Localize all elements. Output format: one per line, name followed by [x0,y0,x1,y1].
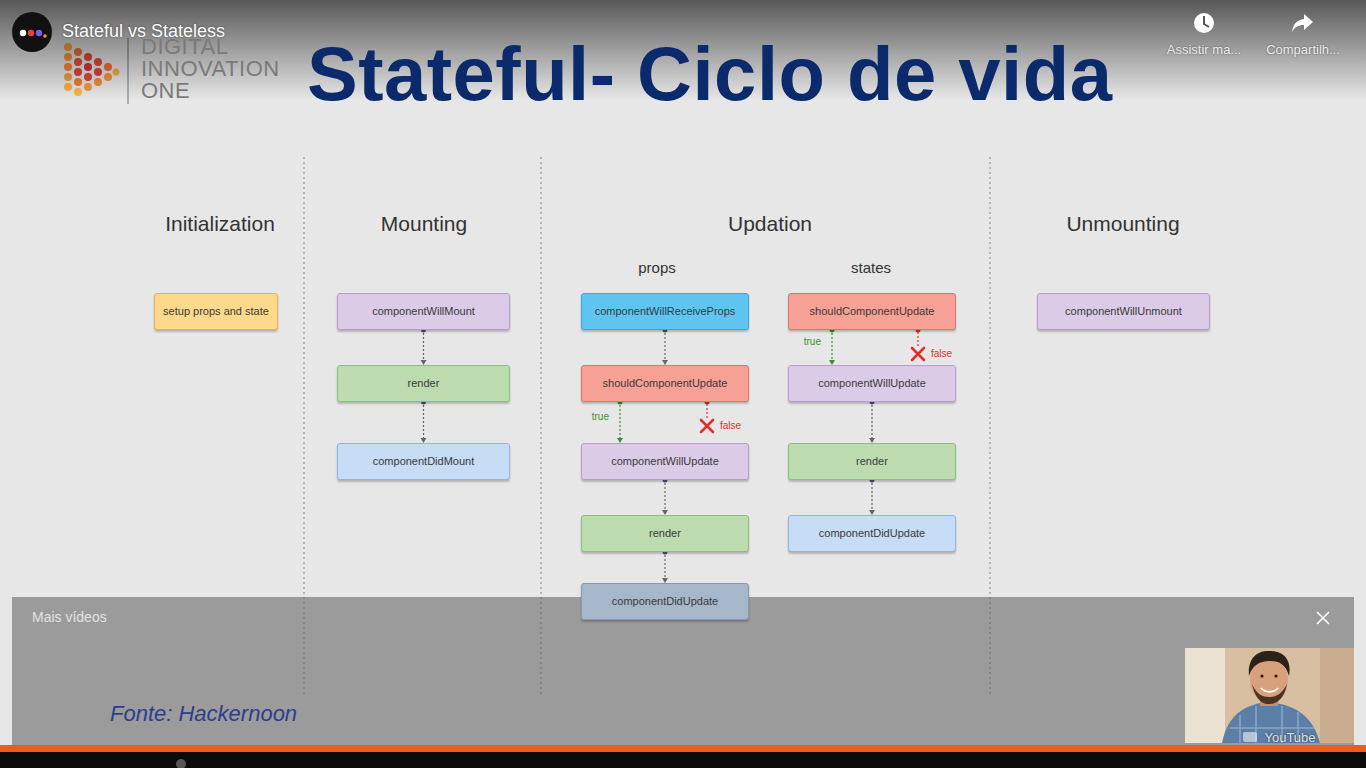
phase-heading: Mounting [381,212,467,236]
connector-line [423,333,424,360]
flow-connector [421,328,427,366]
sub-heading: props [638,259,676,276]
decision-box: shouldComponentUpdate [581,365,749,402]
lifecycle-box: componentDidMount [337,443,510,480]
share-icon [1292,14,1313,32]
false-cross [912,348,924,360]
slide-title: Stateful- Ciclo de vida [307,36,1112,112]
node-label: render [649,527,681,540]
branch-label: false [720,420,741,431]
node-label: shouldComponentUpdate [603,377,728,390]
node-label: componentWillReceiveProps [595,305,736,318]
webcam-wall [1185,648,1354,743]
source-caption: Fonte: Hackernoon [110,701,297,727]
node-label: componentWillMount [372,305,475,318]
webcam-shelf [1320,648,1354,743]
person-hair [1249,651,1290,676]
share-arrow [1292,14,1313,32]
node-label: componentWillUpdate [818,377,926,390]
phase-heading: Initialization [165,212,275,236]
flow-connector [662,478,668,516]
watermark: YouTube [1264,730,1315,745]
render-box: render [788,443,956,480]
connector-line [871,405,872,438]
lifecycle-box: componentWillMount [337,293,510,330]
node-label: setup props and state [163,305,269,318]
clock-hands [1204,16,1209,27]
channel-avatar [12,12,52,52]
connector-line [423,405,424,438]
close-icon [1317,612,1329,624]
webcam-picture [1185,648,1354,743]
branch-label: false [931,348,952,359]
channel-icon [12,12,52,52]
flow-connector [869,400,875,444]
branch-label: true [591,411,610,422]
phase-heading: Unmounting [1066,212,1179,236]
brand-name: DIGITAL INNOVATION ONE [141,36,291,102]
scrub-handle [176,759,186,768]
avatar-dot [20,30,26,36]
person-beard [1252,684,1287,704]
watermark-logo [1243,732,1257,742]
watch-later-icon [1194,13,1214,33]
flow-connector [662,550,668,584]
lifecycle-box: componentWillUpdate [788,365,956,402]
lifecycle-box: componentDidUpdate [788,515,956,552]
progress-played [0,745,1366,752]
connector-line [871,483,872,510]
node-label: componentDidUpdate [612,595,718,608]
branch-label: true [803,336,822,347]
connector-line [619,405,620,438]
flow-connector [662,328,668,366]
player-button-label: Compartilh... [1266,42,1340,57]
flow-connector [421,400,427,444]
connector-line [831,333,832,360]
decision-box: shouldComponentUpdate [788,293,956,330]
controls-ground [0,752,1366,768]
webcam-window [1185,648,1225,743]
player-button-label: Assistir ma... [1167,42,1241,57]
person-smile [1261,688,1278,692]
person-eye [1260,674,1263,677]
avatar-dot [36,30,42,36]
panel-heading: Mais vídeos [32,609,107,625]
node-label: componentDidUpdate [819,527,925,540]
false-cross [701,420,713,432]
node-label: componentDidMount [373,455,475,468]
avatar-dot [28,30,34,36]
close-cross [1317,612,1329,624]
phase-heading: Updation [728,212,812,236]
sub-heading: states [851,259,891,276]
false-branch-line [917,332,918,346]
false-branch-line [706,404,707,418]
flow-connector [617,400,623,444]
render-box: render [581,515,749,552]
node-label: render [408,377,440,390]
clock-face [1194,13,1214,33]
render-box: render [337,365,510,402]
lifecycle-box: componentDidUpdate [581,583,749,620]
node-label: shouldComponentUpdate [810,305,935,318]
connector-line [664,333,665,360]
progress-bar [0,745,1366,768]
flow-connector [869,478,875,516]
node-label: render [856,455,888,468]
lifecycle-box: componentWillReceiveProps [581,293,749,330]
node-label: componentWillUnmount [1065,305,1182,318]
flow-connector [829,328,835,366]
avatar-dot [43,34,47,38]
lifecycle-box: componentWillUnmount [1037,293,1210,330]
node-label: componentWillUpdate [611,455,719,468]
connector-line [664,555,665,578]
connector-line [664,483,665,510]
setup-box: setup props and state [154,293,278,330]
lifecycle-box: componentWillUpdate [581,443,749,480]
person-eye [1274,674,1277,677]
